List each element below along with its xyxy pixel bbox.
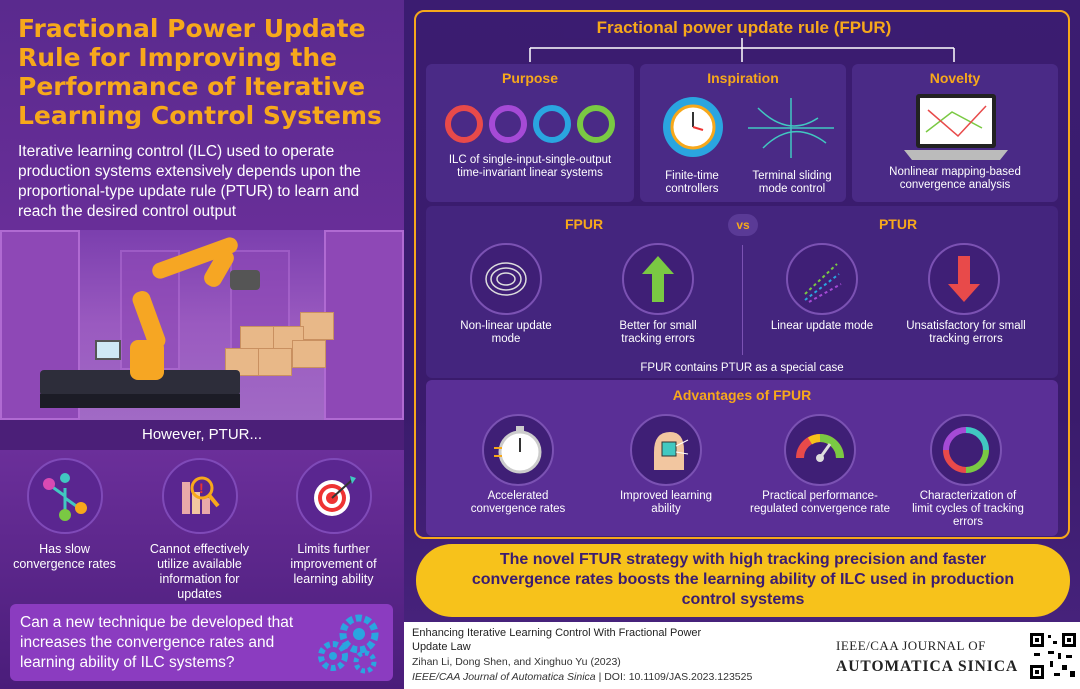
- purpose-card: Purpose ILC of single-input-single-outpu…: [426, 64, 634, 202]
- journal-logo-line-2: AUTOMATICA SINICA: [836, 658, 1019, 675]
- paper-title: Enhancing Iterative Learning Control Wit…: [412, 627, 702, 653]
- paper-journal: IEEE/CAA Journal of Automatica Sinica | …: [412, 671, 752, 683]
- issue-information: ! Cannot effectively utilize available i…: [137, 458, 262, 602]
- purpose-heading: Purpose: [501, 70, 558, 86]
- issue-label: Has slow convergence rates: [13, 542, 116, 571]
- compare-item: Linear update mode: [770, 320, 874, 332]
- question-text: Can a new technique be developed that in…: [20, 614, 294, 671]
- however-banner: However, PTUR...: [0, 420, 404, 450]
- arrow-down-icon: [928, 243, 1000, 315]
- paper-doi: | DOI: 10.1109/JAS.2023.123525: [595, 671, 753, 683]
- compare-item: Unsatisfactory for small tracking errors: [906, 320, 1026, 345]
- laptop-icon: [904, 94, 1008, 160]
- connector-lines: [529, 38, 955, 62]
- purpose-caption: ILC of single-input-single-output time-i…: [448, 154, 612, 179]
- issue-slow-convergence: Has slow convergence rates: [2, 458, 127, 572]
- svg-text:!: !: [199, 480, 204, 496]
- gears-icon: [318, 614, 379, 674]
- compare-item: Better for small tracking errors: [619, 320, 697, 345]
- conclusion-banner: The novel FTUR strategy with high tracki…: [416, 544, 1070, 617]
- slow-convergence-icon: [26, 458, 103, 534]
- cycles-icon: [445, 105, 615, 143]
- target-icon: [295, 458, 372, 534]
- left-panel: Fractional Power Update Rule for Improvi…: [0, 0, 404, 689]
- compare-item: Non-linear update mode: [460, 320, 552, 345]
- advantage-item: Accelerated convergence rates: [470, 490, 566, 515]
- inspiration-caption-2: Terminal sliding mode control: [752, 170, 832, 195]
- infographic-title: Fractional Power Update Rule for Improvi…: [18, 14, 382, 130]
- nonlinear-fingerprint-icon: [470, 243, 542, 315]
- journal-logo-line-1: IEEE/CAA JOURNAL OF: [836, 638, 986, 653]
- fpur-heading: FPUR: [564, 216, 604, 232]
- paper-authors: Zihan Li, Dong Shen, and Xinghuo Yu (202…: [412, 656, 621, 668]
- advantage-item: Improved learning ability: [619, 490, 713, 515]
- advantage-item: Practical performance-regulated converge…: [749, 490, 890, 515]
- ptur-heading: PTUR: [878, 216, 918, 232]
- stopwatch-speed-icon: [482, 414, 554, 486]
- limit-cycle-icon: [930, 414, 1002, 486]
- arrow-up-icon: [622, 243, 694, 315]
- novelty-heading: Novelty: [929, 70, 981, 86]
- question-box: Can a new technique be developed that in…: [10, 604, 393, 681]
- novelty-card: Novelty Nonlinear mapping-based converge…: [852, 64, 1058, 202]
- compare-note: FPUR contains PTUR as a special case: [640, 362, 844, 374]
- information-chart-icon: !: [161, 458, 238, 534]
- robot-arm-illustration: [0, 230, 404, 420]
- linear-arrows-icon: [786, 243, 858, 315]
- intro-text: Iterative learning control (ILC) used to…: [18, 143, 361, 220]
- vs-badge: vs: [728, 214, 758, 236]
- sliding-mode-plot-icon: [748, 98, 834, 158]
- stopwatch-icon: [663, 97, 723, 157]
- right-panel: Fractional power update rule (FPUR) Purp…: [404, 0, 1080, 689]
- fpur-frame: [414, 10, 1070, 539]
- inspiration-caption-1: Finite-time controllers: [665, 170, 719, 195]
- issue-learning-limits: Limits further improvement of learning a…: [271, 458, 396, 587]
- fpur-title: Fractional power update rule (FPUR): [564, 18, 924, 38]
- brain-chip-icon: [630, 414, 702, 486]
- gauge-icon: [784, 414, 856, 486]
- issue-label: Limits further improvement of learning a…: [290, 542, 377, 586]
- novelty-caption: Nonlinear mapping-based convergence anal…: [889, 166, 1021, 191]
- advantage-item: Characterization of limit cycles of trac…: [912, 490, 1024, 528]
- inspiration-heading: Inspiration: [707, 70, 779, 86]
- journal-name: IEEE/CAA Journal of Automatica Sinica: [412, 671, 596, 683]
- qr-code-icon[interactable]: [1028, 631, 1078, 681]
- inspiration-card: Inspiration Finite-time controllers Term…: [640, 64, 846, 202]
- issue-label: Cannot effectively utilize available inf…: [149, 542, 250, 601]
- advantages-heading: Advantages of FPUR: [672, 387, 812, 403]
- citation-footer: Enhancing Iterative Learning Control Wit…: [404, 622, 1080, 689]
